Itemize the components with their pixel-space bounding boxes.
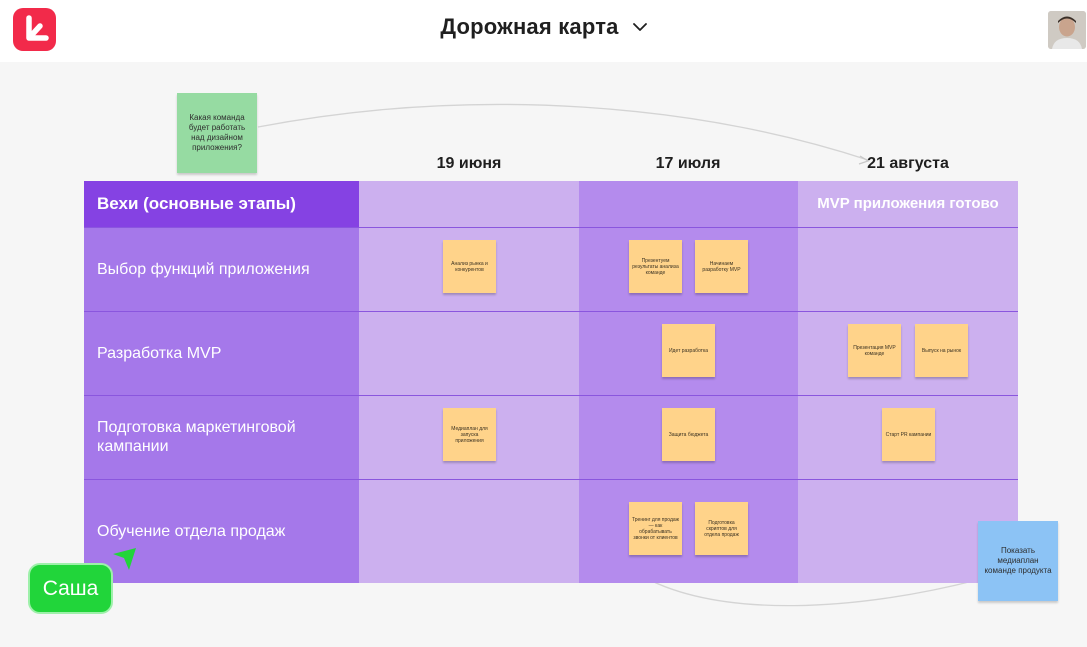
logo-icon[interactable] — [13, 8, 56, 51]
header-cell-col-2 — [579, 181, 798, 228]
row-label-marketing: Подготовка маркетинговой кампании — [97, 419, 296, 455]
board-title-area: Дорожная карта — [0, 14, 1087, 40]
row-label-sales: Обучение отдела продаж — [97, 523, 286, 540]
header-cell-col-3: MVP приложения готово — [798, 181, 1018, 228]
table-header-label-cell: Вехи (основные этапы) — [84, 181, 359, 228]
row-label-mvp: Разработка MVP — [97, 345, 222, 362]
sticky-sales-scripts[interactable]: Подготовка скриптов для отдела продаж — [695, 502, 748, 555]
sticky-dev-in-progress[interactable]: Идет разработка — [662, 324, 715, 377]
row-divider — [84, 227, 1018, 228]
sticky-market-analysis[interactable]: Анализ рынка и конкурентов — [443, 240, 496, 293]
sticky-market-launch[interactable]: Выпуск на рынок — [915, 324, 968, 377]
row-divider — [84, 311, 1018, 312]
sticky-budget-defense[interactable]: Защита бюджета — [662, 408, 715, 461]
sticky-sales-training[interactable]: Тренинг для продаж — как обрабатывать зв… — [629, 502, 682, 555]
milestone-label: MVP приложения готово — [817, 195, 999, 212]
date-1: 19 июня — [436, 155, 502, 172]
sticky-present-analysis[interactable]: Презентуем результаты анализа команде — [629, 240, 682, 293]
user-avatar[interactable] — [1048, 11, 1086, 49]
row-divider — [84, 395, 1018, 396]
chevron-down-icon — [632, 22, 647, 31]
collaborator-cursor-icon — [113, 548, 136, 570]
column-2 — [579, 228, 798, 583]
header-cell-col-1 — [359, 181, 579, 228]
row-divider — [84, 479, 1018, 480]
date-3: 21 августа — [867, 155, 949, 172]
sticky-start-mvp[interactable]: Начинаем разработку MVP — [695, 240, 748, 293]
sticky-mvp-presentation[interactable]: Презентация MVP команде — [848, 324, 901, 377]
board-title-button[interactable]: Дорожная карта — [440, 14, 647, 40]
date-2: 17 июля — [655, 155, 721, 172]
collaborator-name-tag: Саша — [28, 563, 113, 614]
board-title: Дорожная карта — [440, 14, 619, 39]
row-label-features: Выбор функций приложения — [97, 261, 310, 278]
green-note[interactable]: Какая команда будет работать над дизайно… — [177, 93, 257, 173]
sticky-pr-start[interactable]: Старт PR кампании — [882, 408, 935, 461]
table-header-label: Вехи (основные этапы) — [97, 194, 296, 213]
top-bar: Дорожная карта — [0, 0, 1087, 62]
row-label-column — [84, 228, 359, 583]
sticky-media-plan[interactable]: Медиаплан для запуска приложения — [443, 408, 496, 461]
blue-note[interactable]: Показать медиаплан команде продукта — [978, 521, 1058, 601]
